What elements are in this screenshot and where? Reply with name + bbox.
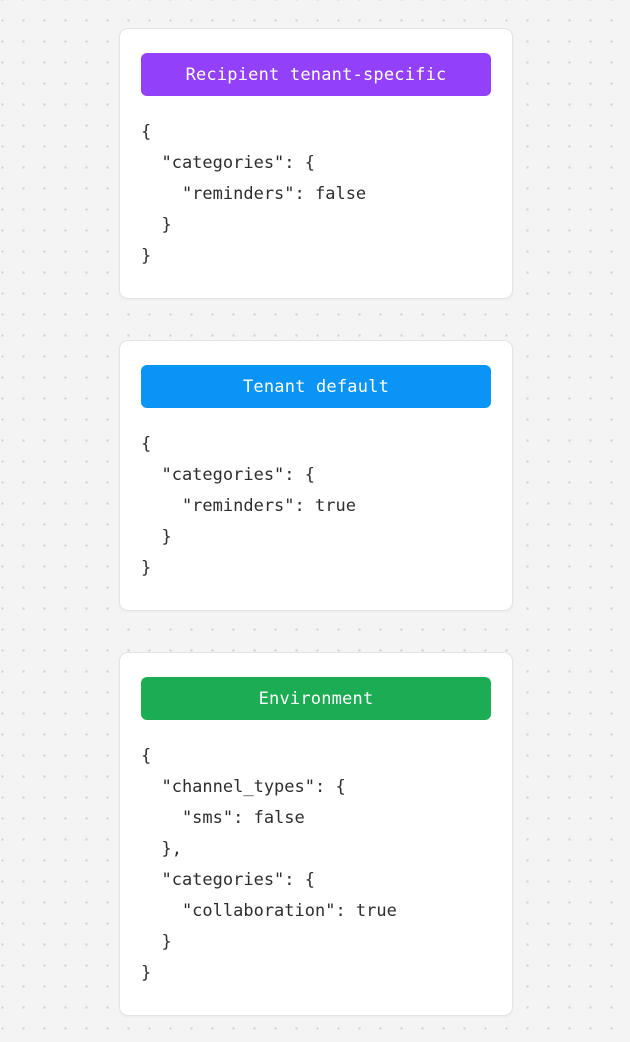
- card-body-json-environment: { "channel_types": { "sms": false }, "ca…: [141, 746, 397, 983]
- card-tenant-default: Tenant default { "categories": { "remind…: [119, 340, 513, 611]
- card-header-tenant-default: Tenant default: [141, 365, 491, 408]
- preference-layer-card-stack: Recipient tenant-specific { "categories"…: [119, 28, 513, 1016]
- card-header-recipient-tenant-specific: Recipient tenant-specific: [141, 53, 491, 96]
- card-header-environment: Environment: [141, 677, 491, 720]
- card-body-json-recipient-tenant-specific: { "categories": { "reminders": false } }: [141, 122, 367, 266]
- card-body-json-tenant-default: { "categories": { "reminders": true } }: [141, 434, 356, 578]
- card-recipient-tenant-specific: Recipient tenant-specific { "categories"…: [119, 28, 513, 299]
- card-environment: Environment { "channel_types": { "sms": …: [119, 652, 513, 1016]
